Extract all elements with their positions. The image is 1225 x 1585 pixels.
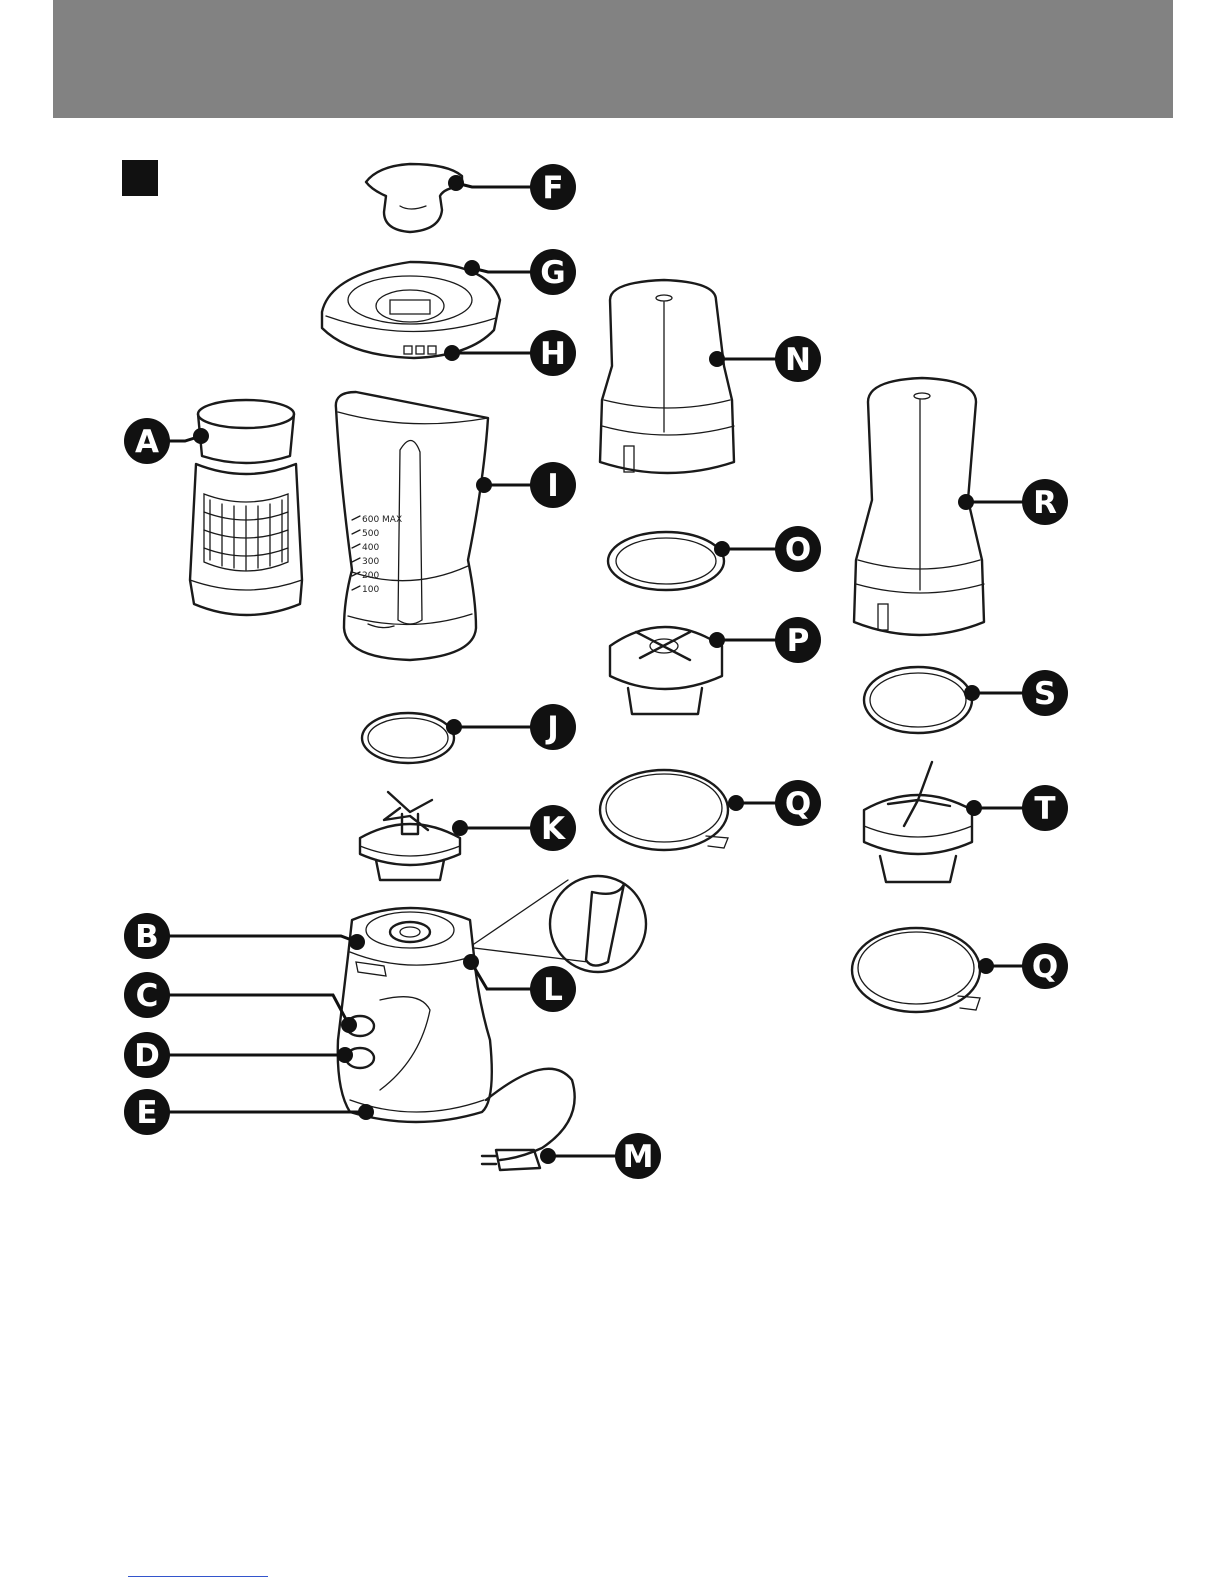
- leader-dot: [452, 820, 468, 836]
- callout-i: I: [476, 462, 576, 508]
- part-i-jar: [336, 392, 488, 660]
- callout-letter: A: [135, 424, 159, 460]
- callout-f: F: [448, 164, 576, 210]
- leader-dot: [709, 351, 725, 367]
- callout-letter: G: [540, 255, 565, 291]
- part-f-lid-cap: [366, 164, 462, 232]
- part-s-ring: [864, 667, 972, 733]
- part-l-detail: [474, 876, 646, 972]
- scale-label-100: 100: [362, 585, 379, 595]
- callout-letter: I: [547, 468, 559, 504]
- callout-letter: H: [540, 336, 566, 372]
- callout-m: M: [540, 1133, 661, 1179]
- leader-line: [456, 183, 532, 187]
- callout-e: E: [124, 1089, 374, 1135]
- part-p-blade-unit: [610, 627, 722, 714]
- leader-dot: [964, 685, 980, 701]
- leader-dot: [444, 345, 460, 361]
- callout-r: R: [958, 479, 1068, 525]
- part-q-lid-ring-2: [852, 928, 980, 1012]
- callout-p: P: [709, 617, 821, 663]
- callout-c: C: [124, 972, 357, 1033]
- part-k-blade-unit: [360, 792, 460, 880]
- leader-dot: [448, 175, 464, 191]
- callout-letter: R: [1033, 485, 1057, 521]
- callout-letter: K: [541, 811, 566, 847]
- callout-q: Q: [728, 780, 821, 826]
- callout-o: O: [714, 526, 821, 572]
- leader-line: [168, 936, 357, 942]
- leader-dot: [714, 541, 730, 557]
- callout-b: B: [124, 913, 365, 959]
- callout-q-2: Q: [978, 943, 1068, 989]
- scale-label-500: 500: [362, 529, 379, 539]
- callout-t: T: [966, 785, 1068, 831]
- callout-letter: E: [136, 1095, 157, 1131]
- callout-letter: O: [785, 532, 811, 568]
- part-t-blade-unit: [864, 762, 972, 882]
- leader-dot: [358, 1104, 374, 1120]
- callout-letter: F: [542, 170, 563, 206]
- jar-scale: 600 MAX 500 400 300 200 100: [352, 515, 402, 595]
- leader-dot: [349, 934, 365, 950]
- callout-letter: B: [135, 919, 159, 955]
- leader-dot: [341, 1017, 357, 1033]
- callout-g: G: [464, 249, 576, 295]
- callout-letter: L: [543, 972, 563, 1008]
- callout-h: H: [444, 330, 576, 376]
- leader-dot: [978, 958, 994, 974]
- part-j-ring: [362, 713, 454, 763]
- callout-letter: Q: [1032, 949, 1058, 985]
- part-o-ring: [608, 532, 724, 590]
- leader-dot: [966, 800, 982, 816]
- leader-dot: [464, 260, 480, 276]
- scale-label-200: 200: [362, 571, 379, 581]
- callout-a: A: [124, 418, 209, 464]
- callout-letter: J: [545, 710, 559, 746]
- leader-dot: [446, 719, 462, 735]
- leader-dot: [193, 428, 209, 444]
- callout-letter: C: [136, 978, 159, 1014]
- leader-dot: [540, 1148, 556, 1164]
- scale-label-600: 600 MAX: [362, 515, 402, 525]
- callout-j: J: [446, 704, 576, 750]
- callout-k: K: [452, 805, 576, 851]
- part-g-lid: [322, 262, 500, 358]
- callout-letter: T: [1034, 791, 1055, 827]
- callout-letter: S: [1034, 676, 1056, 712]
- callout-letter: D: [134, 1038, 160, 1074]
- leader-line: [168, 995, 349, 1025]
- callout-letter: P: [787, 623, 810, 659]
- leader-dot: [728, 795, 744, 811]
- leader-dot: [463, 954, 479, 970]
- leader-dot: [337, 1047, 353, 1063]
- scale-label-400: 400: [362, 543, 379, 553]
- leader-dot: [709, 632, 725, 648]
- leader-dot: [958, 494, 974, 510]
- callout-letter: Q: [785, 786, 811, 822]
- leader-line: [472, 268, 532, 272]
- callout-d: D: [124, 1032, 353, 1078]
- callout-letter: M: [623, 1139, 654, 1175]
- part-n-beaker-small: [600, 280, 734, 473]
- leader-dot: [476, 477, 492, 493]
- part-q-lid-ring: [600, 770, 728, 850]
- scale-label-300: 300: [362, 557, 379, 567]
- callout-letter: N: [785, 342, 811, 378]
- leader-line: [471, 962, 532, 989]
- callout-s: S: [964, 670, 1068, 716]
- bottom-rule: [128, 1576, 268, 1577]
